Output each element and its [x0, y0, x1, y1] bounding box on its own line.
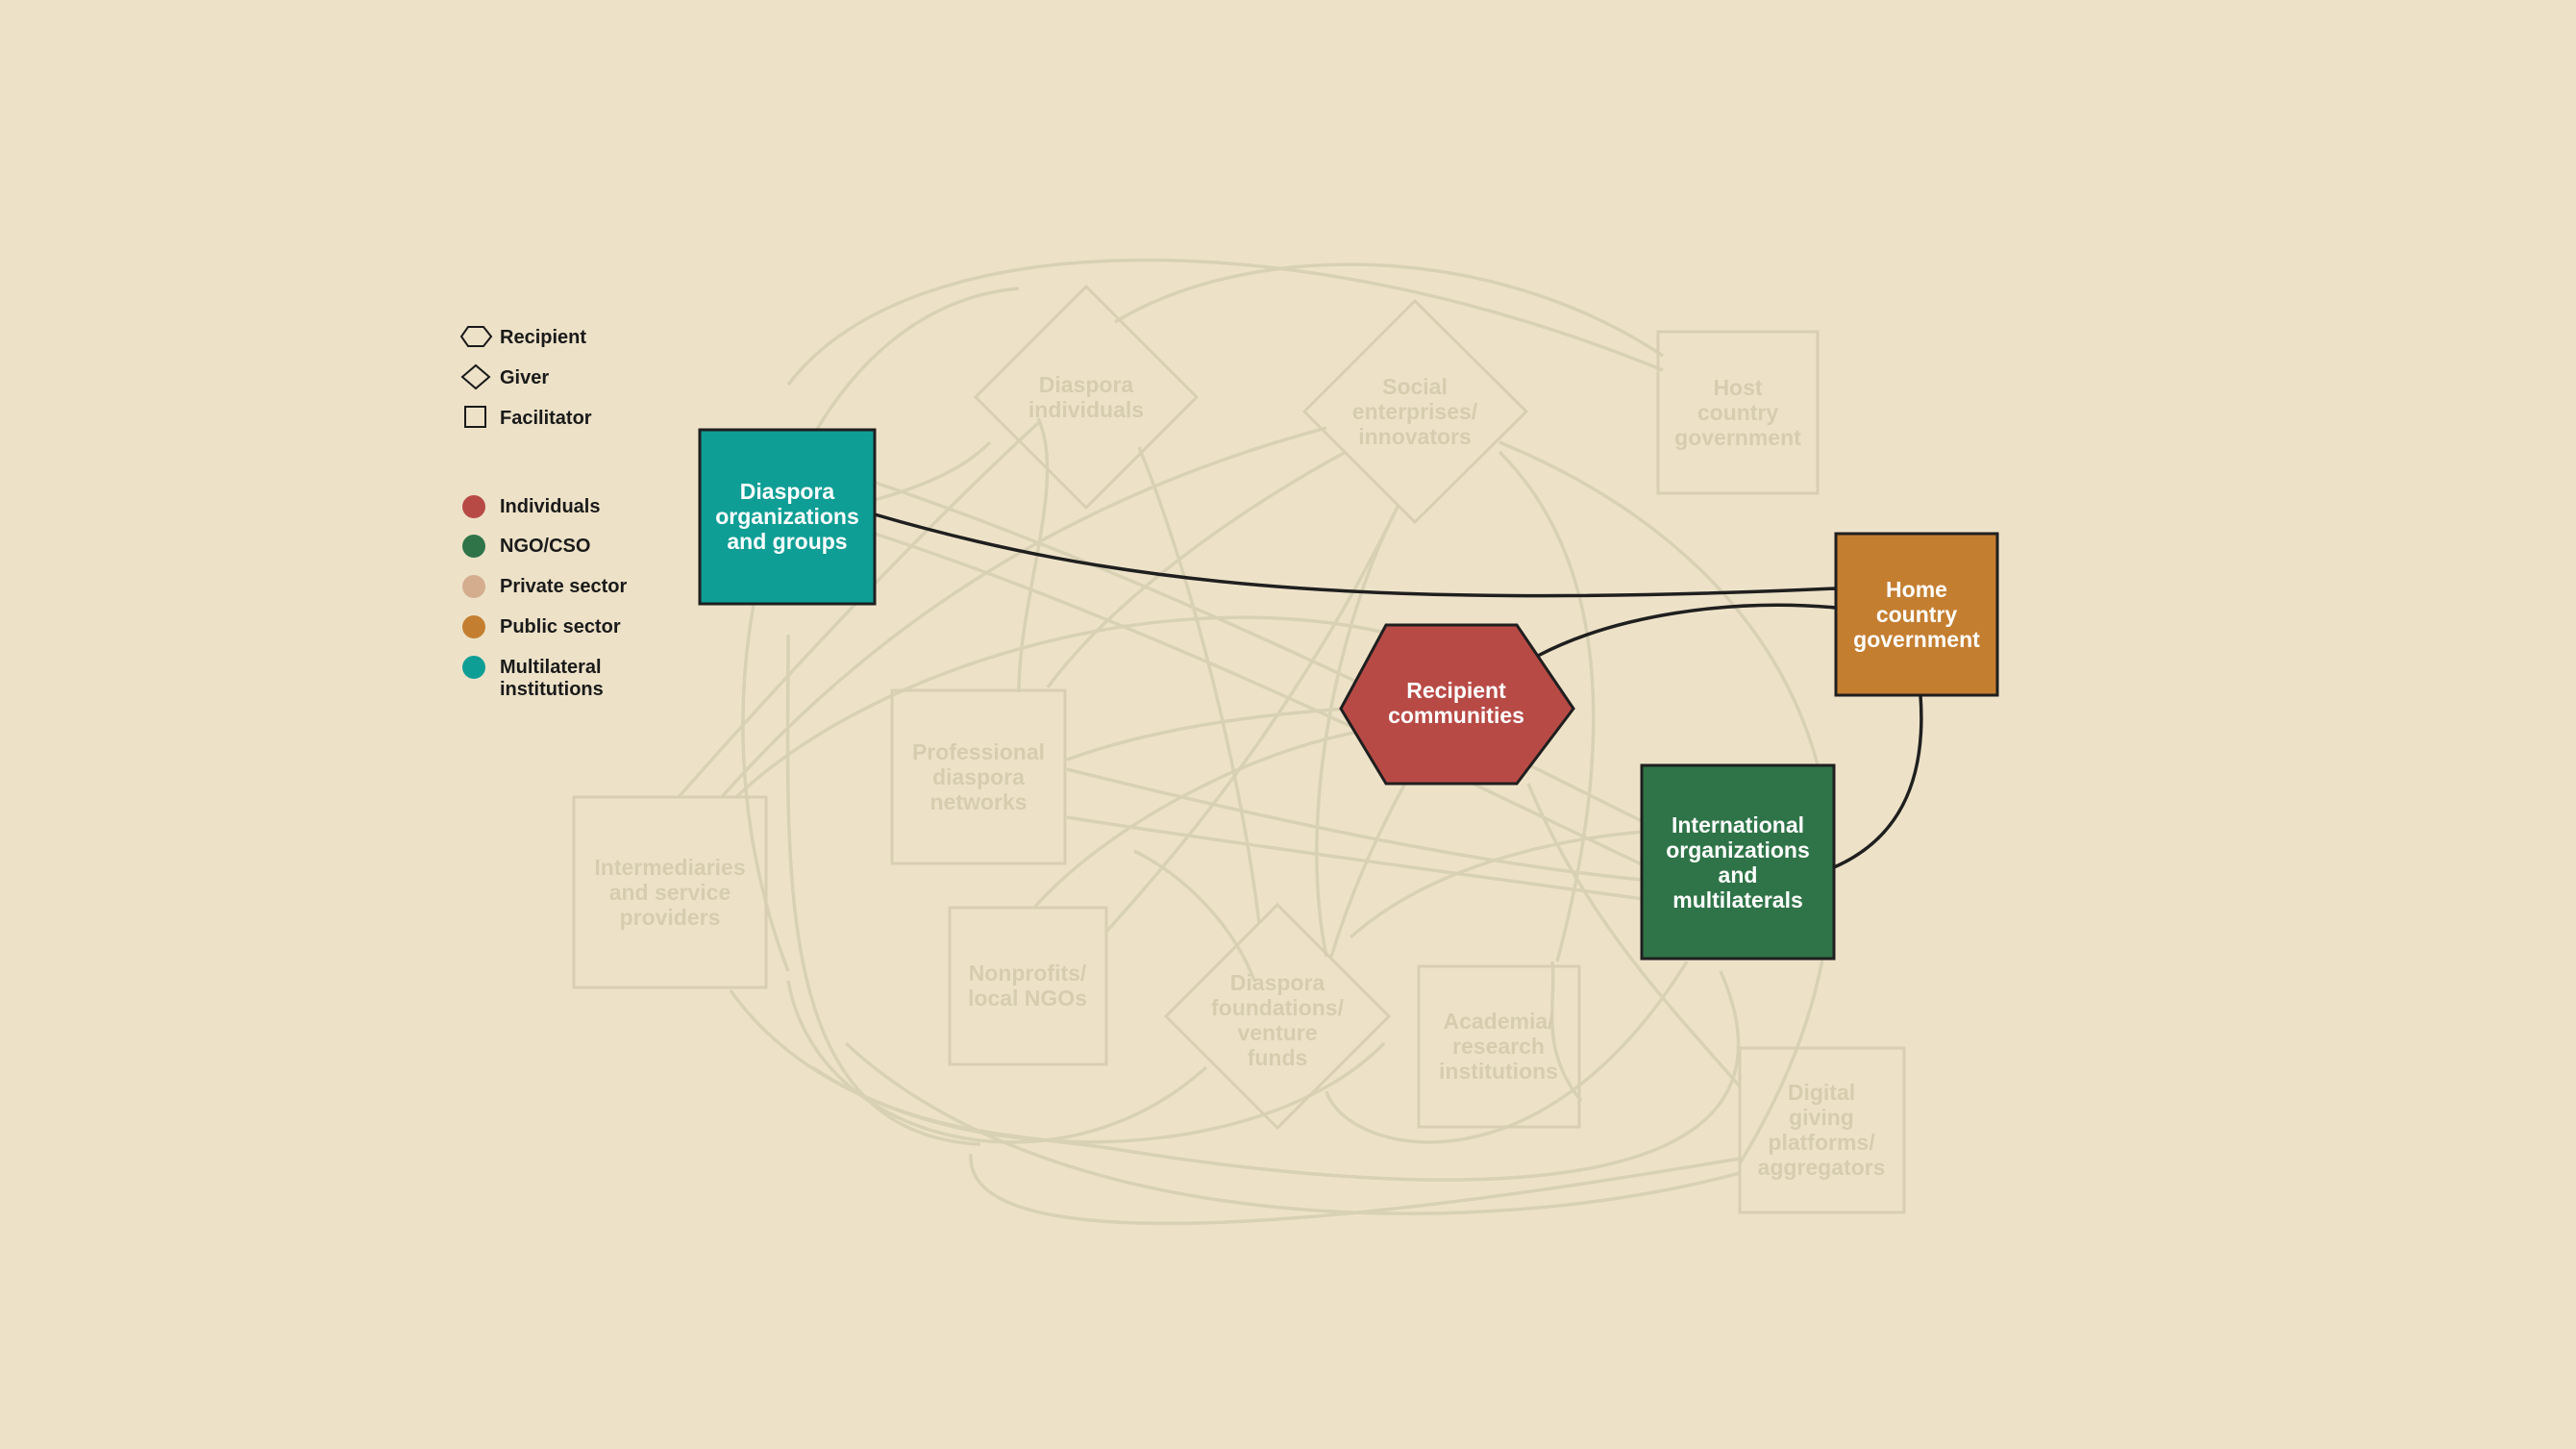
node-label-line: International	[1672, 812, 1804, 837]
legend-label-recipient: Recipient	[500, 327, 586, 348]
node-label-line: aggregators	[1758, 1155, 1886, 1180]
edge-home-government-international-orgs	[1833, 694, 1923, 869]
legend-label-multilateral: Multilateral	[500, 657, 602, 678]
legend-label-private-sector: Private sector	[500, 576, 628, 597]
node-label-line: government	[1674, 425, 1801, 450]
node-label-line: diaspora	[932, 764, 1025, 789]
node-label-line: Recipient	[1406, 678, 1506, 703]
multilateral-color-dot	[462, 656, 485, 679]
node-label-line: Nonprofits/	[969, 961, 1087, 986]
legend-label-giver: Giver	[500, 367, 549, 388]
node-label-line: Host	[1713, 375, 1762, 400]
highlighted-connection-lines	[874, 512, 1923, 869]
edge-diaspora-orgs-home-government	[874, 512, 1837, 598]
node-label-line: networks	[930, 789, 1028, 814]
node-label: Nonprofits/local NGOs	[968, 961, 1087, 1011]
node-label-line: Diaspora	[1230, 970, 1325, 995]
legend-label-individuals: Individuals	[500, 496, 600, 517]
legend-label-public-sector: Public sector	[500, 616, 621, 637]
legend-sectors: Individuals NGO/CSO Private sector Publi…	[462, 495, 628, 700]
ngo-cso-color-dot	[462, 535, 485, 558]
node-label-line: communities	[1388, 703, 1524, 728]
legend: Recipient Giver Facilitator Individuals …	[459, 326, 628, 700]
node-label-line: organizations	[715, 504, 859, 529]
node-label-line: and service	[609, 880, 731, 905]
node-label-line: Professional	[912, 739, 1045, 764]
node-label-line: and groups	[727, 529, 847, 554]
node-label-line: Diaspora	[1039, 372, 1134, 397]
private-sector-color-dot	[462, 575, 485, 598]
legend-label-ngo-cso: NGO/CSO	[500, 536, 590, 557]
node-label-line: Digital	[1788, 1080, 1855, 1105]
node-label-line: government	[1853, 627, 1980, 652]
node-nonprofits[interactable]: Nonprofits/local NGOs	[948, 906, 1108, 1066]
node-label-line: research	[1452, 1034, 1545, 1059]
legend-shapes: Recipient Giver Facilitator	[459, 326, 592, 429]
node-label-line: and	[1719, 862, 1758, 887]
hexagon-icon	[459, 326, 493, 347]
square-icon	[464, 406, 486, 428]
node-label-line: giving	[1789, 1105, 1854, 1130]
legend-label-institutions: institutions	[500, 679, 604, 700]
public-sector-color-dot	[462, 615, 485, 638]
diamond-icon	[460, 363, 491, 390]
node-label-line: Intermediaries	[594, 855, 745, 880]
node-label-line: country	[1876, 602, 1958, 627]
node-label-line: innovators	[1358, 424, 1472, 449]
legend-label-facilitator: Facilitator	[500, 408, 592, 429]
node-label-line: foundations/	[1211, 995, 1345, 1020]
node-label-line: Diaspora	[740, 479, 835, 504]
node-label-line: Academia/	[1443, 1009, 1554, 1034]
node-label-line: venture	[1237, 1020, 1317, 1045]
node-label-line: providers	[620, 905, 721, 930]
node-label-line: institutions	[1439, 1059, 1558, 1084]
node-label-line: country	[1697, 400, 1779, 425]
node-label-line: Home	[1886, 577, 1947, 602]
node-label-line: platforms/	[1768, 1130, 1875, 1155]
node-label-line: enterprises/	[1352, 399, 1478, 424]
node-label-line: local NGOs	[968, 986, 1087, 1011]
node-label-line: funds	[1248, 1045, 1308, 1070]
node-label-line: individuals	[1028, 397, 1144, 422]
individuals-color-dot	[462, 495, 485, 518]
node-label-line: Social	[1382, 374, 1448, 399]
edge-recipient-communities-home-government	[1537, 603, 1837, 658]
node-label-line: multilaterals	[1672, 887, 1803, 912]
node-label-line: organizations	[1666, 837, 1810, 862]
